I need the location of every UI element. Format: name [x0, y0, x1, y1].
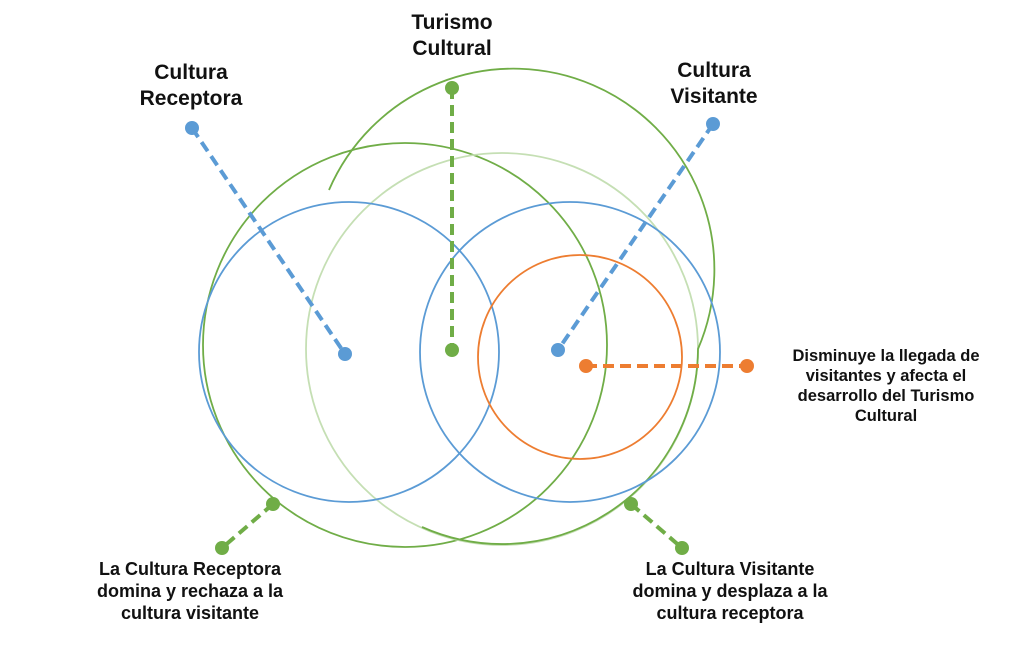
label-turismo-cultural: Turismo Cultural [372, 10, 532, 61]
label-disminuye-line-1: Disminuye la llegada de [792, 347, 980, 365]
orange-circle [477, 254, 683, 460]
blue-circle-left [198, 201, 500, 503]
green-circle-right-outer-arc [328, 67, 716, 545]
label-cultura-receptora: Cultura Receptora [111, 60, 271, 111]
dot-visitante-outer [706, 117, 720, 131]
blue-circle-right [419, 201, 721, 503]
label-receptora-domina: La Cultura Receptora domina y rechaza a … [52, 559, 328, 625]
label-visitante-domina: La Cultura Visitante domina y desplaza a… [584, 559, 876, 625]
label-disminuye-line-3: desarrollo del Turismo [797, 387, 975, 406]
label-visitante-domina-line-1: La Cultura Visitante [645, 559, 815, 579]
green-circle-left [202, 142, 608, 548]
dot-turismo-outer [445, 81, 459, 95]
label-receptora-domina-line-1: La Cultura Receptora [98, 559, 282, 579]
connector-receptora-domina [220, 502, 275, 550]
dot-disminuye-outer [740, 359, 754, 373]
label-disminuye-line-2: visitantes y afecta el [805, 367, 967, 386]
dot-turismo-center [445, 343, 459, 357]
connector-visitante [556, 122, 715, 352]
dot-receptora-center [338, 347, 352, 361]
label-cultura-visitante-line-1: Cultura [677, 59, 751, 82]
dot-visitante-domina-label [675, 541, 689, 555]
label-turismo-cultural-line-2: Cultural [412, 36, 492, 60]
label-visitante-domina-line-2: domina y desplaza a la [632, 580, 828, 601]
label-cultura-visitante-line-2: Visitante [670, 84, 758, 108]
label-receptora-domina-line-2: domina y rechaza a la [96, 580, 284, 601]
connector-visitante-domina [629, 502, 684, 550]
label-turismo-cultural-line-1: Turismo [411, 11, 493, 34]
dot-receptora-domina-circle [266, 497, 280, 511]
label-disminuye-llegada: Disminuye la llegada de visitantes y afe… [762, 346, 1010, 427]
label-cultura-receptora-line-2: Receptora [139, 86, 243, 110]
dot-disminuye-inner [579, 359, 593, 373]
connector-receptora [190, 126, 347, 356]
dot-visitante-domina-circle [624, 497, 638, 511]
label-cultura-receptora-line-1: Cultura [154, 61, 228, 84]
label-receptora-domina-line-3: cultura visitante [120, 602, 260, 623]
dot-receptora-domina-label [215, 541, 229, 555]
label-disminuye-line-4: Cultural [854, 407, 918, 426]
label-cultura-visitante: Cultura Visitante [634, 58, 794, 109]
dot-receptora-outer [185, 121, 199, 135]
dot-visitante-center [551, 343, 565, 357]
label-visitante-domina-line-3: cultura receptora [656, 602, 804, 623]
